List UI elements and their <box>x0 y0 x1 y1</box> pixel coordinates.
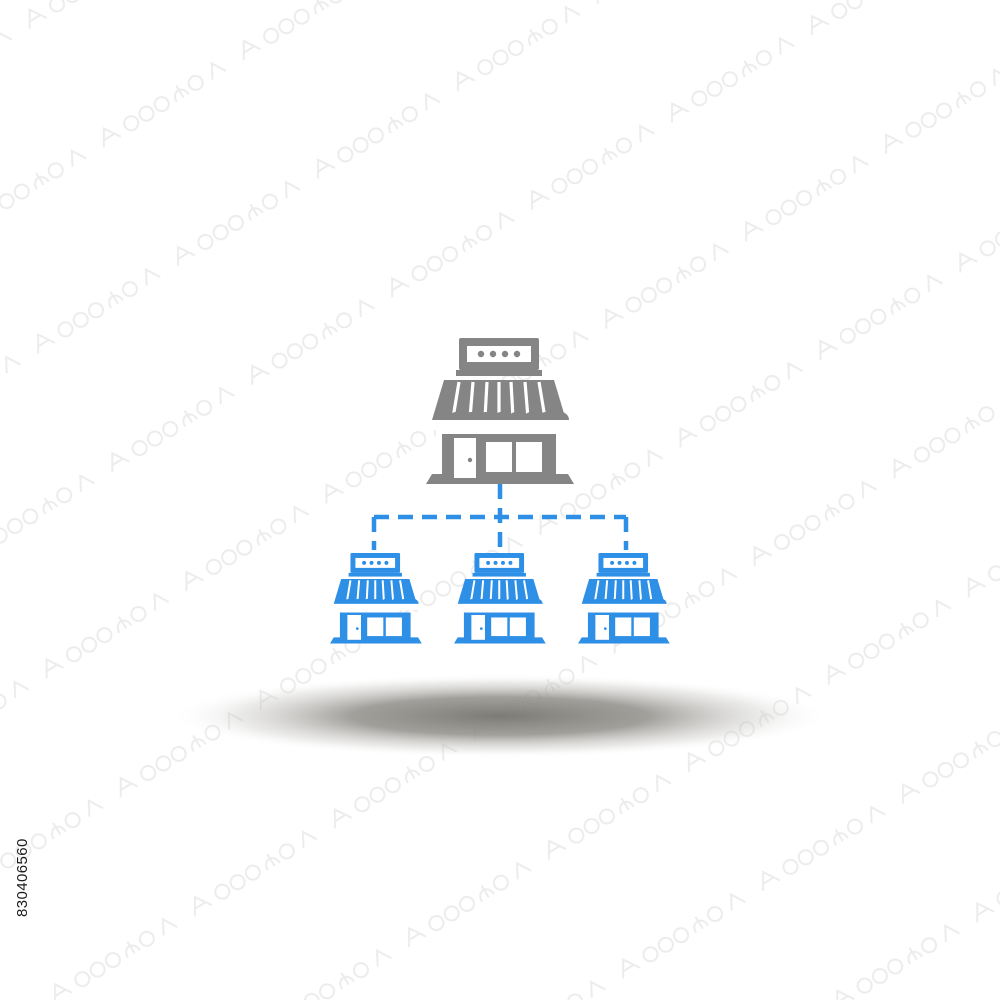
stock-id-label: 830406560 <box>14 838 31 917</box>
floor-shadow <box>170 674 830 758</box>
connector-lines <box>371 484 629 550</box>
